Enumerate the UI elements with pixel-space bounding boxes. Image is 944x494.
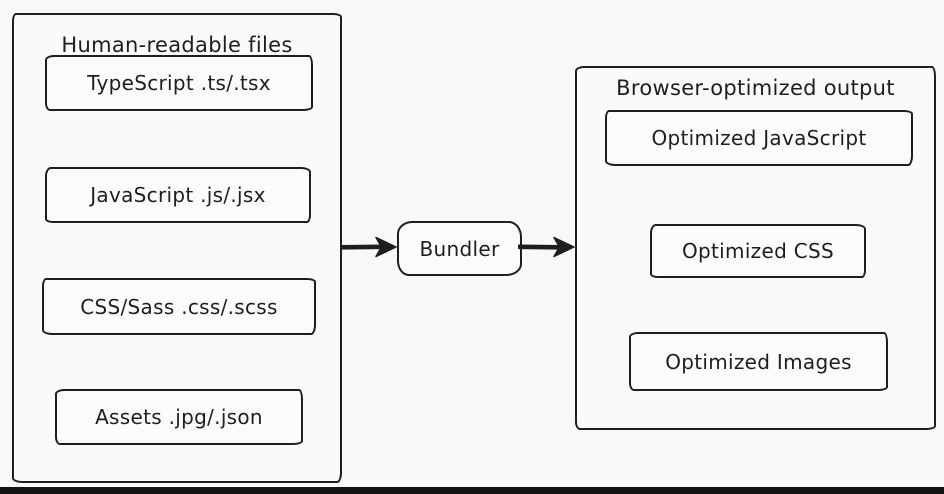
file-type-box-javascript: JavaScript .js/.jsx <box>45 167 311 223</box>
file-type-label: JavaScript .js/.jsx <box>90 183 266 207</box>
file-type-box-assets: Assets .jpg/.json <box>55 389 303 445</box>
output-label: Optimized CSS <box>682 239 834 263</box>
output-box-javascript: Optimized JavaScript <box>605 110 913 166</box>
input-panel-title: Human-readable files <box>61 33 293 57</box>
file-type-box-typescript: TypeScript .ts/.tsx <box>45 55 313 111</box>
bottom-edge-bar <box>0 487 944 494</box>
file-type-box-css-sass: CSS/Sass .css/.scss <box>42 278 316 335</box>
output-box-css: Optimized CSS <box>650 224 866 278</box>
output-label: Optimized Images <box>665 349 852 374</box>
flow-arrow-icon <box>518 236 575 258</box>
output-box-images: Optimized Images <box>629 332 888 391</box>
file-type-label: TypeScript .ts/.tsx <box>87 71 271 95</box>
output-files-panel: Browser-optimized output Optimized JavaS… <box>575 66 936 430</box>
output-label: Optimized JavaScript <box>651 126 867 150</box>
file-type-label: Assets .jpg/.json <box>95 405 263 429</box>
output-panel-title: Browser-optimized output <box>616 76 895 100</box>
input-files-panel: Human-readable files TypeScript .ts/.tsx… <box>12 13 342 483</box>
bundler-node: Bundler <box>397 221 522 276</box>
bundler-label: Bundler <box>419 236 500 261</box>
file-type-label: CSS/Sass .css/.scss <box>80 294 278 319</box>
flow-arrow-icon <box>340 236 397 258</box>
